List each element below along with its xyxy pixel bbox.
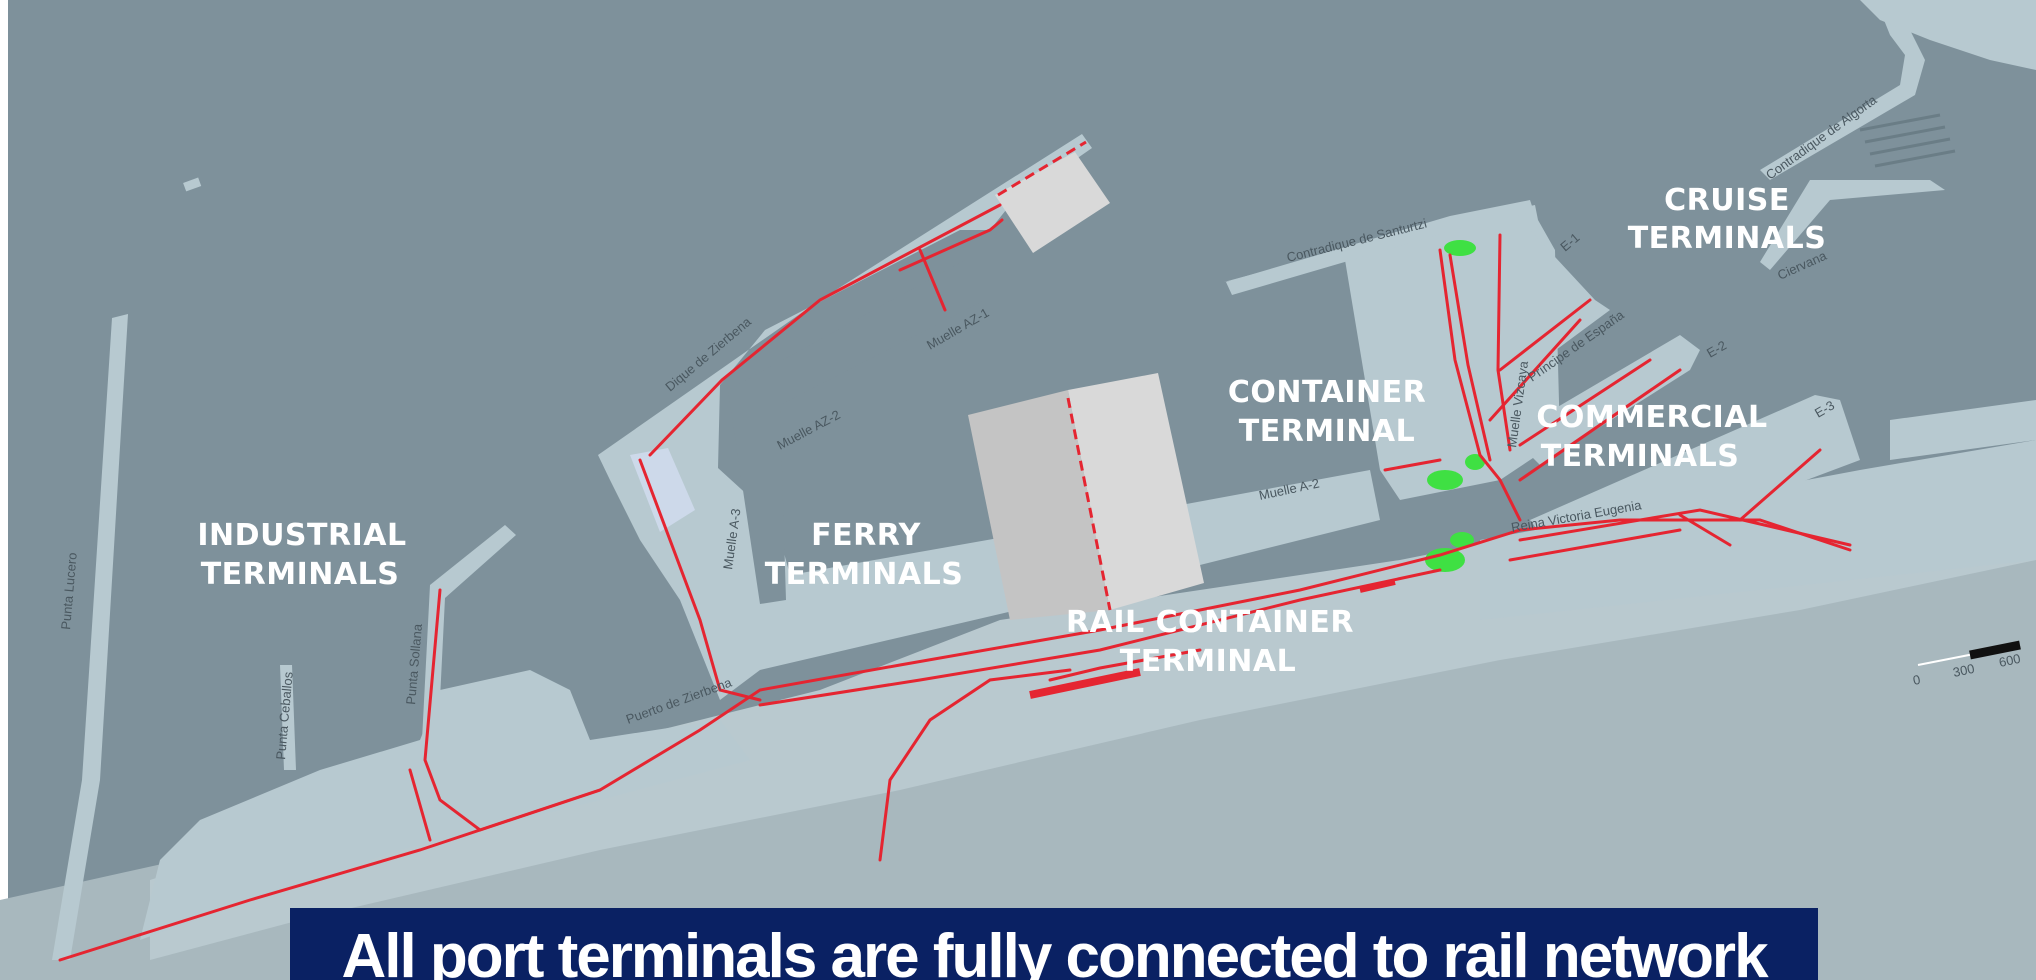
punta-ceballos-jetty xyxy=(280,665,296,770)
rail-container-label-line1: RAIL CONTAINER xyxy=(1066,605,1354,640)
punta-sollana-jetty xyxy=(422,525,516,740)
planned-area-ferry-corner xyxy=(630,448,695,532)
right-coast-mid xyxy=(1890,400,2036,460)
headline-banner: All port terminals are fully connected t… xyxy=(290,908,1818,980)
commercial-pier-e2 xyxy=(1510,335,1700,465)
ferry-inner-dock xyxy=(728,260,985,604)
planned-area-rail-light xyxy=(1068,373,1204,610)
planned-area-zierbena-head xyxy=(995,152,1110,253)
planned-rail-terminal xyxy=(1066,397,1112,611)
right-coast xyxy=(1860,0,2036,70)
container-label-line2: TERMINAL xyxy=(1239,414,1416,449)
marina-docks xyxy=(1859,113,1956,168)
punta-lucero-breakwater xyxy=(52,314,128,960)
scale-bar: 0 300 600 xyxy=(1912,640,2022,688)
green-areas xyxy=(1425,240,1485,572)
cruise-breakwater xyxy=(1760,10,1925,180)
industrial-label-line2: TERMINALS xyxy=(201,557,400,592)
container-terminal-label: CONTAINER TERMINAL xyxy=(1228,375,1426,449)
planned-rail-zierbena xyxy=(997,140,1087,197)
cruise-terminals-label: CRUISE TERMINALS xyxy=(1628,183,1827,256)
commercial-pier-e1 xyxy=(1480,230,1610,395)
left-border xyxy=(0,0,8,980)
ferry-label-line2: TERMINALS xyxy=(765,557,964,592)
scale-label-600: 600 xyxy=(1998,651,2022,670)
cruise-pier xyxy=(1760,180,1945,270)
industrial-label-line1: INDUSTRIAL xyxy=(197,518,406,553)
contradique-santurtzi xyxy=(1226,200,1534,295)
rail-container-spur xyxy=(1029,668,1141,699)
rail-container-terminal-label: RAIL CONTAINER TERMINAL xyxy=(1066,605,1354,679)
headline-text: All port terminals are fully connected t… xyxy=(341,922,1768,980)
commercial-terminals-label: COMMERCIAL TERMINALS xyxy=(1536,400,1767,474)
container-terminal-pier xyxy=(1224,205,1560,500)
commercial-label-line1: COMMERCIAL xyxy=(1536,400,1767,435)
scale-label-0: 0 xyxy=(1912,672,1922,688)
industrial-terminals-label: INDUSTRIAL TERMINALS xyxy=(197,518,406,592)
small-islet xyxy=(183,177,202,192)
commercial-label-line2: TERMINALS xyxy=(1541,439,1740,474)
scale-label-300: 300 xyxy=(1952,661,1976,680)
ferry-label-line1: FERRY xyxy=(811,518,922,553)
rail-container-spur-2 xyxy=(1359,579,1396,593)
container-label-line1: CONTAINER xyxy=(1228,375,1426,410)
commercial-land xyxy=(1480,440,2036,620)
rail-network xyxy=(58,203,1852,962)
cruise-label-line1: CRUISE xyxy=(1664,183,1790,218)
cruise-label-line2: TERMINALS xyxy=(1628,221,1827,256)
label-punta-lucero: Punta Lucero xyxy=(58,552,80,630)
rail-container-label-line2: TERMINAL xyxy=(1120,644,1297,679)
planned-area-rail-dark xyxy=(968,390,1110,620)
label-punta-sollana: Punta Sollana xyxy=(403,623,425,706)
ferry-terminals-label: FERRY TERMINALS xyxy=(765,518,964,592)
